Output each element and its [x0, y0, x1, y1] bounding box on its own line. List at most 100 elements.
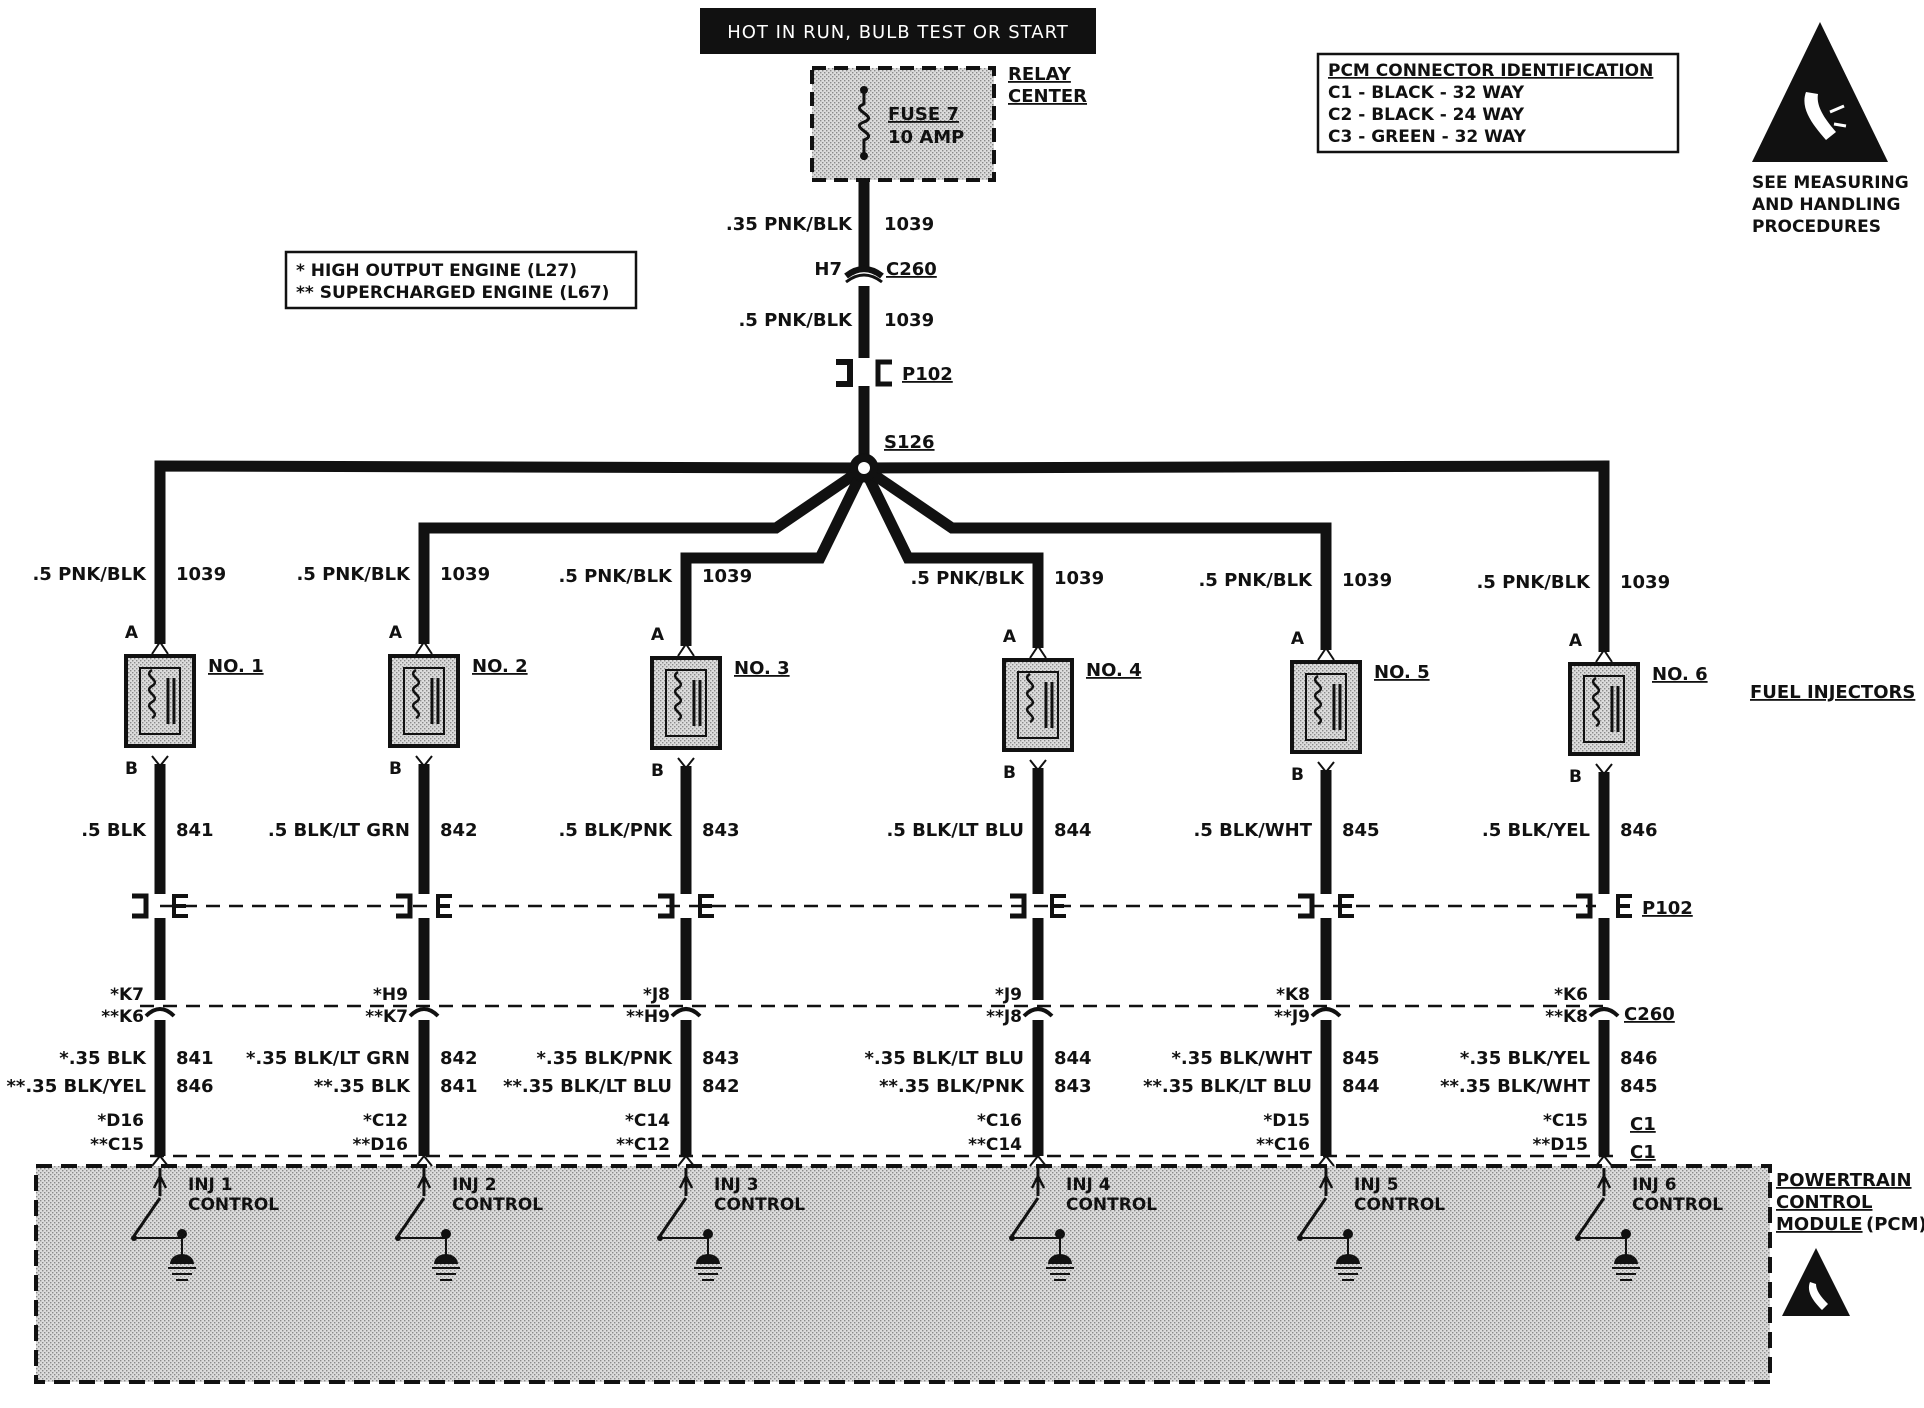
pcm-label: CONTROL: [1776, 1192, 1873, 1213]
feed-upper-circuit: 1039: [884, 214, 934, 235]
c260-connector: [1022, 1007, 1054, 1018]
feed-circuit-label: 1039: [176, 564, 226, 585]
output-wire-label: .5 BLK/LT GRN: [268, 820, 410, 841]
esd-note: AND HANDLING: [1752, 195, 1900, 215]
feed-wire-label: .5 PNK/BLK: [32, 564, 147, 585]
pcm-circuit-label: 846: [176, 1076, 214, 1097]
pcm-circuit-label: 846: [1620, 1048, 1658, 1069]
pcm-module: [34, 1164, 1772, 1384]
feed-wire-label: .5 PNK/BLK: [1198, 570, 1313, 591]
injector-body: [124, 654, 196, 748]
feed-circuit-label: 1039: [1054, 568, 1104, 589]
control-label: INJ 6: [1632, 1175, 1677, 1195]
feed-circuit-label: 1039: [1342, 570, 1392, 591]
pcm-circuit-label: 844: [1054, 1048, 1092, 1069]
output-circuit-label: 846: [1620, 820, 1658, 841]
injector-name: NO. 2: [472, 656, 528, 677]
pcm-pin: *C15: [1543, 1111, 1588, 1131]
pcm-circuit-label: 843: [702, 1048, 740, 1069]
fuse-rating: 10 AMP: [888, 127, 964, 148]
esd-note: SEE MEASURING: [1752, 173, 1909, 193]
pcm-pin: **C12: [616, 1135, 670, 1155]
control-label: CONTROL: [1354, 1195, 1445, 1215]
power-source-banner: HOT IN RUN, BULB TEST OR START: [700, 8, 1096, 54]
pcm-wire-label: **.35 BLK/LT BLU: [1143, 1076, 1312, 1097]
injector-body: [388, 654, 460, 748]
control-label: CONTROL: [1066, 1195, 1157, 1215]
pcm-wire-label: *.35 BLK/LT BLU: [865, 1048, 1024, 1069]
pcm-pin-marker: [1317, 1154, 1335, 1167]
c260-pin: **J8: [986, 1007, 1022, 1027]
relay-center-label: RELAY: [1008, 64, 1072, 85]
output-wire-label: .5 BLK/YEL: [1482, 820, 1590, 841]
pcm-wire-label: **.35 BLK/LT BLU: [503, 1076, 672, 1097]
feed-branch-wire: [154, 460, 865, 644]
c260-pin: **K6: [101, 1007, 144, 1027]
output-wire-label: .5 BLK/WHT: [1193, 820, 1312, 841]
pin-b-label: B: [651, 761, 664, 781]
p102-connector: [1010, 893, 1027, 919]
pcm-pin: **C15: [90, 1135, 144, 1155]
pcm-wire-label: *.35 BLK/PNK: [537, 1048, 674, 1069]
pcm-connector-row: C1 - BLACK - 32 WAY: [1328, 83, 1525, 103]
feed-circuit-label: 1039: [702, 566, 752, 587]
p102-feed-label: P102: [902, 364, 953, 385]
output-circuit-label: 845: [1342, 820, 1380, 841]
feed-branch-wire: [859, 465, 1044, 648]
feed-upper-wire: .35 PNK/BLK: [726, 214, 853, 235]
engine-legend: * HIGH OUTPUT ENGINE (L27) ** SUPERCHARG…: [284, 250, 638, 310]
pcm-circuit-label: 845: [1342, 1048, 1380, 1069]
feed-circuit-label: 1039: [440, 564, 490, 585]
c260-connector: [670, 1007, 702, 1018]
p102-connector: [1576, 893, 1593, 919]
feed-wire: [836, 180, 892, 462]
output-circuit-label: 843: [702, 820, 740, 841]
pin-a-label: A: [651, 625, 665, 645]
c260-connector: [1310, 1007, 1342, 1018]
coil-icon: [411, 668, 421, 720]
control-label: INJ 4: [1066, 1175, 1111, 1195]
pcm-connector-id-title: PCM CONNECTOR IDENTIFICATION: [1328, 61, 1653, 81]
c1-label: C1: [1630, 1142, 1656, 1163]
driver-switch-icon: [395, 1168, 451, 1262]
c260-pin: *J9: [995, 985, 1022, 1005]
c260-feed-label: C260: [886, 259, 937, 280]
coil-icon: [673, 670, 683, 722]
c260-connector: [144, 1007, 176, 1018]
pin-b-label: B: [389, 759, 402, 779]
feed-branch-wire: [418, 463, 868, 644]
p102-connector: [132, 893, 149, 919]
pcm-connector-row: C2 - BLACK - 24 WAY: [1328, 105, 1525, 125]
pcm-pin: *C12: [363, 1111, 408, 1131]
injector-body: [1568, 662, 1640, 756]
ground-icon: [1334, 1254, 1362, 1281]
p102-connector: [396, 893, 413, 919]
esd-note: PROCEDURES: [1752, 217, 1881, 237]
pcm-label: MODULE: [1776, 1214, 1863, 1235]
ground-icon: [694, 1254, 722, 1281]
pcm-wire-label: *.35 BLK/LT GRN: [246, 1048, 410, 1069]
c260-pin: **H9: [626, 1007, 670, 1027]
pcm-circuit-label: 843: [1054, 1076, 1092, 1097]
pcm-pin: *C14: [625, 1111, 670, 1131]
driver-switch-icon: [1575, 1168, 1631, 1262]
injector-coil-frame: [403, 667, 445, 735]
relay-center-label-2: CENTER: [1008, 86, 1087, 107]
pcm-pin: *C16: [977, 1111, 1022, 1131]
pcm-circuit-label: 842: [440, 1048, 478, 1069]
pcm-pin: **C14: [968, 1135, 1022, 1155]
c260-pin: *K7: [110, 985, 144, 1005]
pin-a-label: A: [1569, 631, 1583, 651]
pcm-circuit-label: 844: [1342, 1076, 1380, 1097]
injector-name: NO. 5: [1374, 662, 1430, 683]
output-circuit-label: 841: [176, 820, 214, 841]
c260-pin: *K6: [1554, 985, 1588, 1005]
pcm-pin-marker: [1029, 1154, 1047, 1167]
injector-coil-frame: [1305, 673, 1347, 741]
p102-connector: [1298, 893, 1315, 919]
pcm-circuit-label: 841: [440, 1076, 478, 1097]
control-label: INJ 1: [188, 1175, 233, 1195]
output-circuit-label: 844: [1054, 820, 1092, 841]
